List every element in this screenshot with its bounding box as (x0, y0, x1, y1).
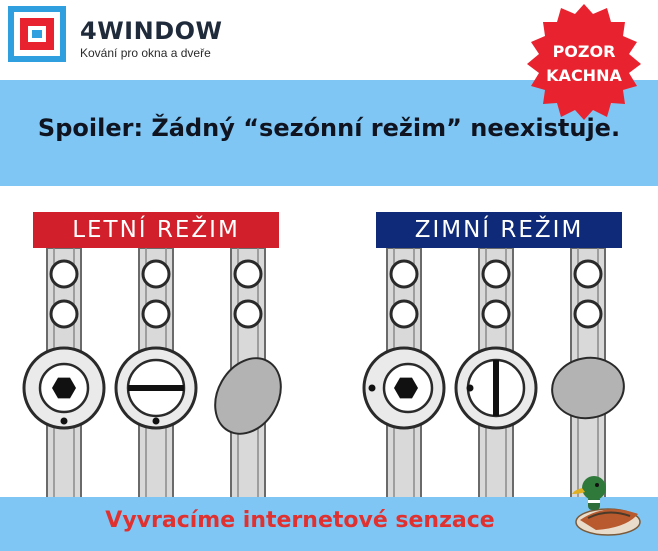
4window-logo-icon (8, 6, 66, 62)
headline: Spoiler: Žádný “sezónní režim” neexistuj… (37, 114, 621, 142)
brand-tagline: Kování pro okna a dveře (80, 46, 211, 60)
summer-hex-eccentric (22, 346, 106, 430)
footer-banner (0, 497, 658, 551)
hinge-diagram (22, 246, 625, 500)
summer-oval-pad (214, 357, 282, 435)
brand-name: 4WINDOW (80, 17, 223, 45)
duck-icon (572, 476, 641, 536)
footer-text: Vyvracíme internetové senzace (105, 508, 495, 533)
badge-line-1: POZOR (552, 42, 616, 61)
badge-line-2: KACHNA (546, 66, 622, 85)
winter-oval-pad (551, 356, 625, 420)
winter-slot-eccentric (454, 346, 538, 430)
summer-mode-label: LETNÍ REŽIM (33, 212, 279, 248)
summer-slot-eccentric (114, 346, 198, 430)
winter-hex-eccentric (362, 346, 446, 430)
hexagon-icon (394, 377, 418, 399)
brand: 4WINDOW Kování pro okna a dveře (80, 18, 222, 60)
winter-mode-label: ZIMNÍ REŽIM (376, 212, 622, 248)
badge-text: POZOR KACHNA (521, 40, 647, 88)
hexagon-icon (52, 377, 76, 399)
pozor-kachna-badge (527, 4, 641, 120)
